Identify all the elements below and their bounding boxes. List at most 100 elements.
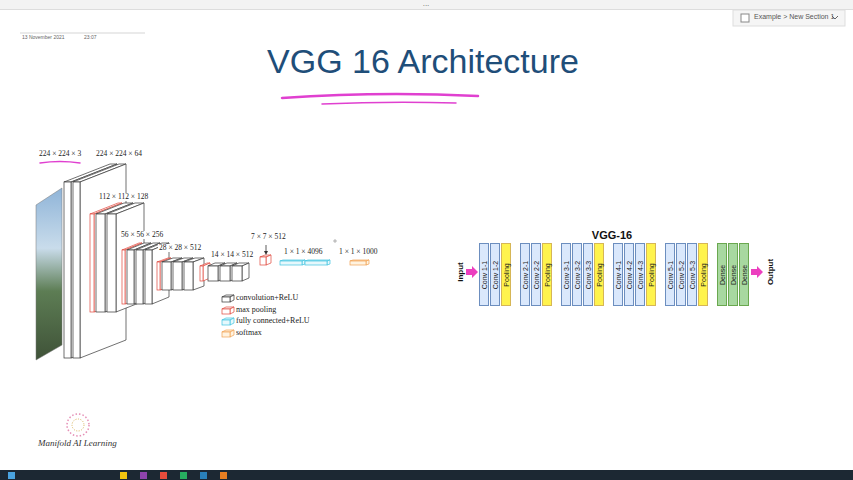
layer-name: Conv 1-2 <box>492 260 499 288</box>
taskbar-icon <box>220 472 227 479</box>
cursor-mark <box>333 239 337 243</box>
layer-name: Conv 2-1 <box>522 260 529 288</box>
block-front <box>350 261 366 265</box>
dimension-label: 28 × 28 × 512 <box>158 244 202 252</box>
layer-block <box>122 243 142 304</box>
layer-name: Conv 3-2 <box>574 260 581 288</box>
layer-name: Dense <box>719 264 726 284</box>
block-front <box>220 266 230 281</box>
layer-block <box>305 260 330 265</box>
legend-swatch <box>222 307 234 314</box>
block-front <box>184 262 193 290</box>
legend-swatch <box>222 295 234 302</box>
block-front <box>145 250 152 304</box>
dense-layer-box: Dense <box>717 243 727 306</box>
slide-title: VGG 16 Architecture <box>267 44 579 78</box>
conv-layer-box: Conv 3-3 <box>583 243 593 306</box>
block-front <box>260 257 266 265</box>
conv-layer-box: Conv 5-1 <box>665 243 675 306</box>
legend-text: softmax <box>236 329 262 337</box>
legend-swatch <box>222 318 234 325</box>
block-front <box>136 250 143 304</box>
block-side <box>230 318 234 325</box>
ink-underline <box>40 162 80 164</box>
layer-blocks <box>64 164 369 358</box>
block-side <box>116 203 144 312</box>
input-arrow <box>466 266 478 278</box>
dimension-label: 14 × 14 × 512 <box>210 251 254 259</box>
layer-name: Conv 3-3 <box>585 260 592 288</box>
block-side <box>171 258 182 290</box>
pooling-layer-box: Pooling <box>542 243 552 306</box>
conv-layer-box: Conv 5-2 <box>676 243 686 306</box>
taskbar-icon <box>8 472 15 479</box>
dimension-label: 224 × 224 × 3 <box>38 150 82 158</box>
top-bar-border <box>0 9 853 10</box>
pointer-head <box>264 251 268 255</box>
block-side <box>242 263 249 281</box>
output-arrow <box>751 266 763 278</box>
block-front <box>222 332 230 337</box>
dense-layer-box: Dense <box>728 243 738 306</box>
layer-name: Dense <box>741 264 748 284</box>
dense-layer-box: Dense <box>739 243 749 306</box>
pooling-layer-box: Pooling <box>501 243 511 306</box>
block-front <box>162 262 171 290</box>
layer-block <box>184 258 204 290</box>
block-front <box>305 261 327 265</box>
legend-text: fully connected+ReLU <box>236 317 310 325</box>
output-label: Output <box>767 259 775 285</box>
logo-ring <box>67 414 89 436</box>
dimension-label: 7 × 7 × 512 <box>250 233 287 241</box>
layer-name: Pooling <box>596 263 603 286</box>
layer-name: Conv 1-1 <box>481 260 488 288</box>
window-dots: ... <box>423 0 430 8</box>
taskbar <box>0 470 853 480</box>
conv-layer-box: Conv 2-1 <box>520 243 530 306</box>
layer-name: Conv 4-3 <box>637 260 644 288</box>
block-side <box>230 330 234 337</box>
top-bar <box>0 0 853 9</box>
date-rule <box>20 33 145 34</box>
pooling-layer-box: Pooling <box>594 243 604 306</box>
block-front <box>96 214 105 312</box>
block-side <box>302 260 305 265</box>
input-image <box>36 188 62 360</box>
layer-block <box>173 258 193 290</box>
input-label: Input <box>457 262 465 282</box>
dimension-label: 56 × 56 × 256 <box>120 231 164 239</box>
block-side <box>266 255 271 265</box>
layer-block <box>350 260 369 265</box>
page-time: 23:07 <box>84 35 97 40</box>
dimension-label: 1 × 1 × 1000 <box>338 248 378 256</box>
legend-text: max pooling <box>236 306 276 314</box>
layer-block <box>157 258 171 290</box>
layer-name: Pooling <box>700 263 707 286</box>
block-front <box>73 182 80 358</box>
taskbar-icon <box>180 472 187 479</box>
layer-name: Conv 3-1 <box>563 260 570 288</box>
block-side <box>366 260 369 265</box>
layer-name: Pooling <box>503 263 510 286</box>
taskbar-icon <box>140 472 147 479</box>
conv-layer-box: Conv 4-1 <box>613 243 623 306</box>
network-title: VGG-16 <box>592 230 632 241</box>
block-front <box>157 262 160 290</box>
block-front <box>222 297 230 302</box>
layer-block <box>280 260 305 265</box>
block-front <box>90 214 94 312</box>
logo-ring <box>72 419 84 431</box>
logo-text: Manifold AI Learning <box>38 439 117 448</box>
dimension-label: 1 × 1 × 4096 <box>283 248 323 256</box>
block-side <box>230 295 234 302</box>
dimension-label: 112 × 112 × 128 <box>98 193 149 201</box>
layer-name: Dense <box>730 264 737 284</box>
layer-block <box>107 203 144 312</box>
conv-layer-box: Conv 2-2 <box>531 243 541 306</box>
conv-layer-box: Conv 5-3 <box>687 243 697 306</box>
block-front <box>200 266 203 281</box>
layer-block <box>127 243 151 304</box>
layer-name: Conv 5-2 <box>678 260 685 288</box>
block-side <box>193 258 204 290</box>
section-picker <box>733 10 845 26</box>
